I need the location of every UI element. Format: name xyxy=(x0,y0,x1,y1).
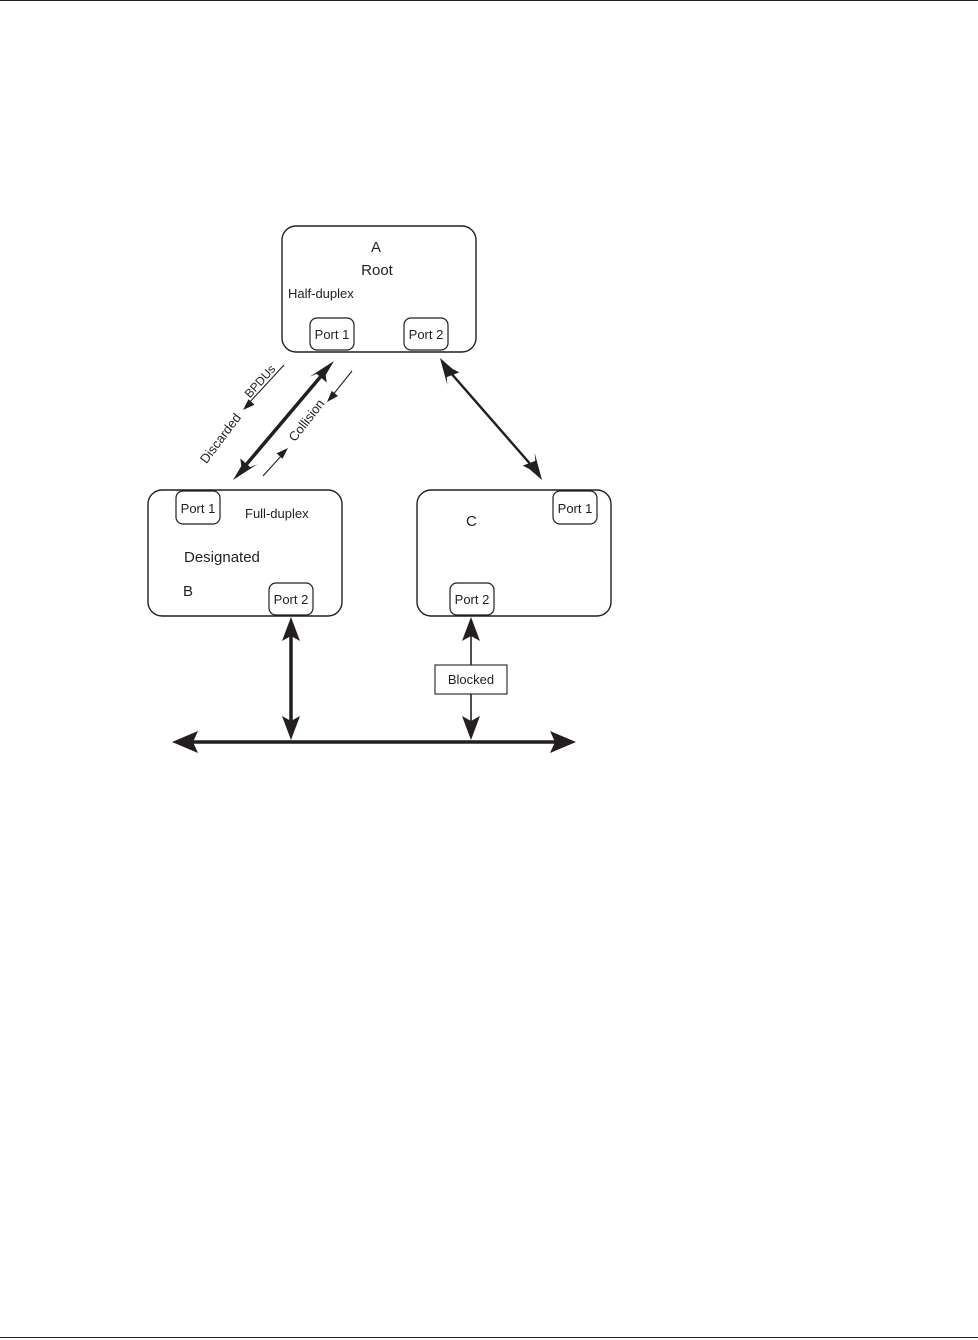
bpdus-label: BPDUs xyxy=(242,362,279,401)
link-a-c-line xyxy=(450,372,532,466)
switch-c[interactable]: Port 1 C Port 2 xyxy=(417,490,611,616)
discarded-label: Discarded xyxy=(197,410,244,466)
switch-a[interactable]: A Root Half-duplex Port 1 Port 2 xyxy=(282,226,476,352)
link-a-b-arrowhead-b xyxy=(233,459,257,481)
link-a-b xyxy=(233,361,334,480)
link-a-b-arrowhead-a xyxy=(310,361,334,383)
switch-c-port-2-label: Port 2 xyxy=(455,592,490,607)
link-b-bus xyxy=(282,617,300,740)
switch-c-id: C xyxy=(466,513,477,530)
collision-label: Collision xyxy=(285,396,327,444)
switch-a-port-2[interactable]: Port 2 xyxy=(404,318,448,350)
switch-b-port-2-label: Port 2 xyxy=(274,592,309,607)
switch-b-duplex-mode: Full-duplex xyxy=(245,506,309,521)
blocked-badge: Blocked xyxy=(435,665,507,694)
switch-a-port-1[interactable]: Port 1 xyxy=(310,318,354,350)
switch-a-port-1-label: Port 1 xyxy=(315,327,350,342)
switch-b-port-1-label: Port 1 xyxy=(181,501,216,516)
switch-b-role: Designated xyxy=(184,549,260,566)
switch-c-port-1[interactable]: Port 1 xyxy=(553,491,597,524)
collision-arrow-from-b xyxy=(263,448,288,476)
switch-a-id: A xyxy=(371,239,381,256)
blocked-label: Blocked xyxy=(448,672,494,687)
lan-bus xyxy=(172,731,576,753)
switch-b[interactable]: Port 1 Full-duplex Designated B Port 2 xyxy=(148,490,342,616)
switch-c-port-2[interactable]: Port 2 xyxy=(450,583,494,615)
collision-arrow-from-a xyxy=(327,371,352,402)
switch-b-port-1[interactable]: Port 1 xyxy=(176,491,220,524)
switch-a-duplex-mode: Half-duplex xyxy=(288,286,354,301)
switch-b-port-2[interactable]: Port 2 xyxy=(269,583,313,615)
switch-a-port-2-label: Port 2 xyxy=(409,327,444,342)
switch-b-id: B xyxy=(183,583,193,600)
switch-a-role: Root xyxy=(361,262,394,279)
switch-c-port-1-label: Port 1 xyxy=(558,501,593,516)
link-a-c xyxy=(440,358,542,480)
